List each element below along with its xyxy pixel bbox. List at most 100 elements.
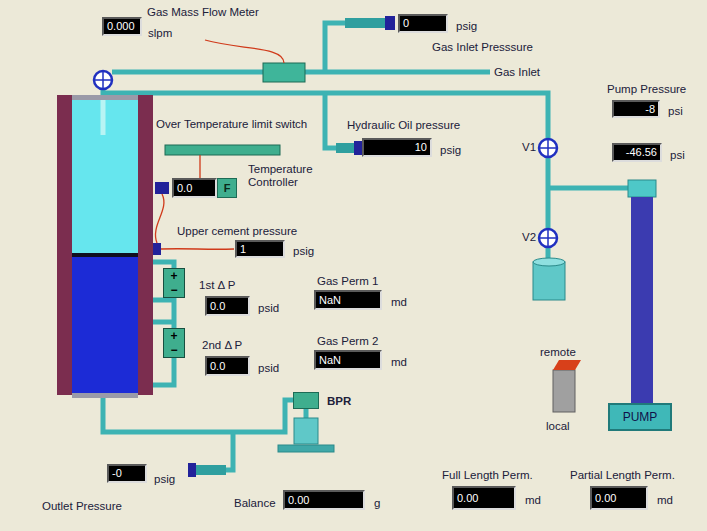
- value-readout: 0.00: [288, 495, 309, 506]
- polarity-sign: +: [170, 270, 177, 282]
- mode-switch: [553, 370, 575, 412]
- indicator-label: Partial Length Perm.: [570, 468, 675, 482]
- differential-pressure-indicator: 1st Δ P0.0psid: [205, 296, 250, 316]
- signal-wire: [205, 40, 284, 63]
- transducer-head: [385, 16, 395, 30]
- unit-label: g: [374, 496, 380, 510]
- temperature-sensor: [155, 182, 169, 194]
- switch-position-label: remote: [540, 346, 576, 359]
- polarity-sign: +: [170, 330, 177, 342]
- balance-pan: [278, 445, 334, 452]
- polarity-sign: −: [170, 344, 177, 356]
- value-readout: -46.56: [626, 147, 657, 158]
- valve-body: [539, 139, 557, 157]
- unit-label: psid: [258, 361, 279, 375]
- indicator-label: Balance: [234, 496, 276, 510]
- pressure-transducer: [336, 143, 354, 153]
- indicator-label: 1st Δ P: [199, 278, 235, 292]
- value-readout: 0.0: [210, 301, 225, 312]
- differential-pressure-transducer: +−: [163, 328, 185, 358]
- valve-cross: [540, 230, 556, 246]
- indicator-label: Gas Inlet Presssure: [432, 40, 533, 54]
- pressure-transducer: [196, 465, 226, 475]
- value-readout: NaN: [319, 355, 341, 366]
- pressure-indicator: Upper cement pressure1psig: [235, 240, 285, 258]
- reservoir-top: [533, 258, 565, 266]
- transducer-head: [153, 243, 161, 255]
- signal-wire: [155, 194, 163, 243]
- indicator-label: Pump Pressure: [607, 82, 686, 96]
- unit-label: psi: [670, 148, 685, 162]
- switch-position-label: local: [546, 420, 570, 433]
- indicator-label: Gas Perm 2: [317, 334, 378, 348]
- indicator-label: Gas Perm 1: [317, 274, 378, 288]
- pressure-indicator: -46.56psi: [612, 143, 662, 162]
- differential-pressure-transducer: +−: [163, 268, 185, 298]
- indicator-label: Hydraulic Oil pressure: [347, 118, 460, 132]
- cell-wall: [57, 95, 72, 395]
- unit-label: md: [391, 295, 407, 309]
- controller-label: Temperature Controller: [248, 163, 324, 189]
- differential-tap-pipe: [153, 320, 174, 325]
- permeability-indicator: Partial Length Perm.0.00md: [590, 486, 648, 510]
- valve-body: [539, 229, 557, 247]
- pump-name: PUMP: [623, 411, 658, 423]
- permeability-indicator: Gas Perm 2NaNmd: [314, 350, 382, 370]
- value-readout: -0: [112, 468, 122, 479]
- pump-box: PUMP: [608, 403, 672, 431]
- unit-label: psig: [154, 472, 175, 486]
- pump-pipe: [548, 186, 628, 191]
- gas-pressure-tap: [325, 23, 345, 72]
- permeability-indicator: Gas Perm 1NaNmd: [314, 290, 382, 310]
- differential-tap-pipe: [153, 298, 174, 303]
- value-readout: -8: [645, 104, 655, 115]
- piston: [72, 253, 138, 257]
- permeability-indicator: Full Length Perm.0.00md: [452, 486, 516, 510]
- unit-label: psig: [293, 244, 314, 258]
- unit-label: md: [657, 493, 673, 507]
- indicator-label: Full Length Perm.: [442, 468, 533, 482]
- pressure-transducer: [345, 18, 385, 28]
- pump-head: [628, 180, 656, 197]
- flow-meter: [263, 63, 305, 82]
- regulator-outlet-pipe: [304, 409, 309, 418]
- flow-rate-indicator: Gas Mass Flow Meter0.000slpm: [102, 17, 142, 36]
- signal-wire: [161, 248, 234, 250]
- cement-sample: [72, 257, 138, 393]
- oil-reservoir: [533, 262, 565, 300]
- transducer-head: [188, 463, 196, 477]
- pressure-indicator: Hydraulic Oil pressure10psig: [362, 138, 432, 157]
- mass-indicator: Balance0.00g: [283, 490, 365, 510]
- value-readout: 0.0: [177, 183, 192, 194]
- transducer-head: [354, 141, 362, 155]
- limit-switch: [165, 145, 280, 155]
- pressure-indicator: Pump Pressure-8psi: [612, 100, 660, 118]
- value-readout: 0.00: [595, 493, 616, 504]
- valve-cross: [540, 140, 556, 156]
- unit-label: psig: [456, 19, 477, 33]
- unit-label: psi: [668, 104, 683, 118]
- unit-label: slpm: [148, 26, 172, 40]
- temperature-indicator: 0.0: [172, 178, 217, 198]
- value-readout: 10: [415, 142, 427, 153]
- indicator-label: Upper cement pressure: [177, 224, 297, 238]
- differential-pressure-indicator: 2nd Δ P0.0psid: [205, 356, 250, 376]
- back-pressure-regulator: BPR: [293, 392, 319, 409]
- value-readout: 0: [403, 18, 409, 29]
- indicator-label: 2nd Δ P: [202, 338, 242, 352]
- valve-body: [94, 71, 112, 89]
- unit-label: md: [525, 493, 541, 507]
- collection-beaker: [294, 418, 318, 444]
- cell-cap: [72, 95, 138, 100]
- outlet-pipe: [103, 398, 293, 432]
- valve-cross: [95, 72, 111, 88]
- value-readout: NaN: [319, 295, 341, 306]
- polarity-sign: −: [170, 284, 177, 296]
- pressure-indicator: 0psigGas Inlet Presssure: [398, 14, 448, 33]
- switch-lever: [553, 360, 581, 370]
- hydraulic-pipe: [103, 93, 548, 262]
- valve: [94, 71, 557, 247]
- signal-wire: [199, 155, 200, 178]
- inlet-label: Gas Inlet: [494, 66, 540, 79]
